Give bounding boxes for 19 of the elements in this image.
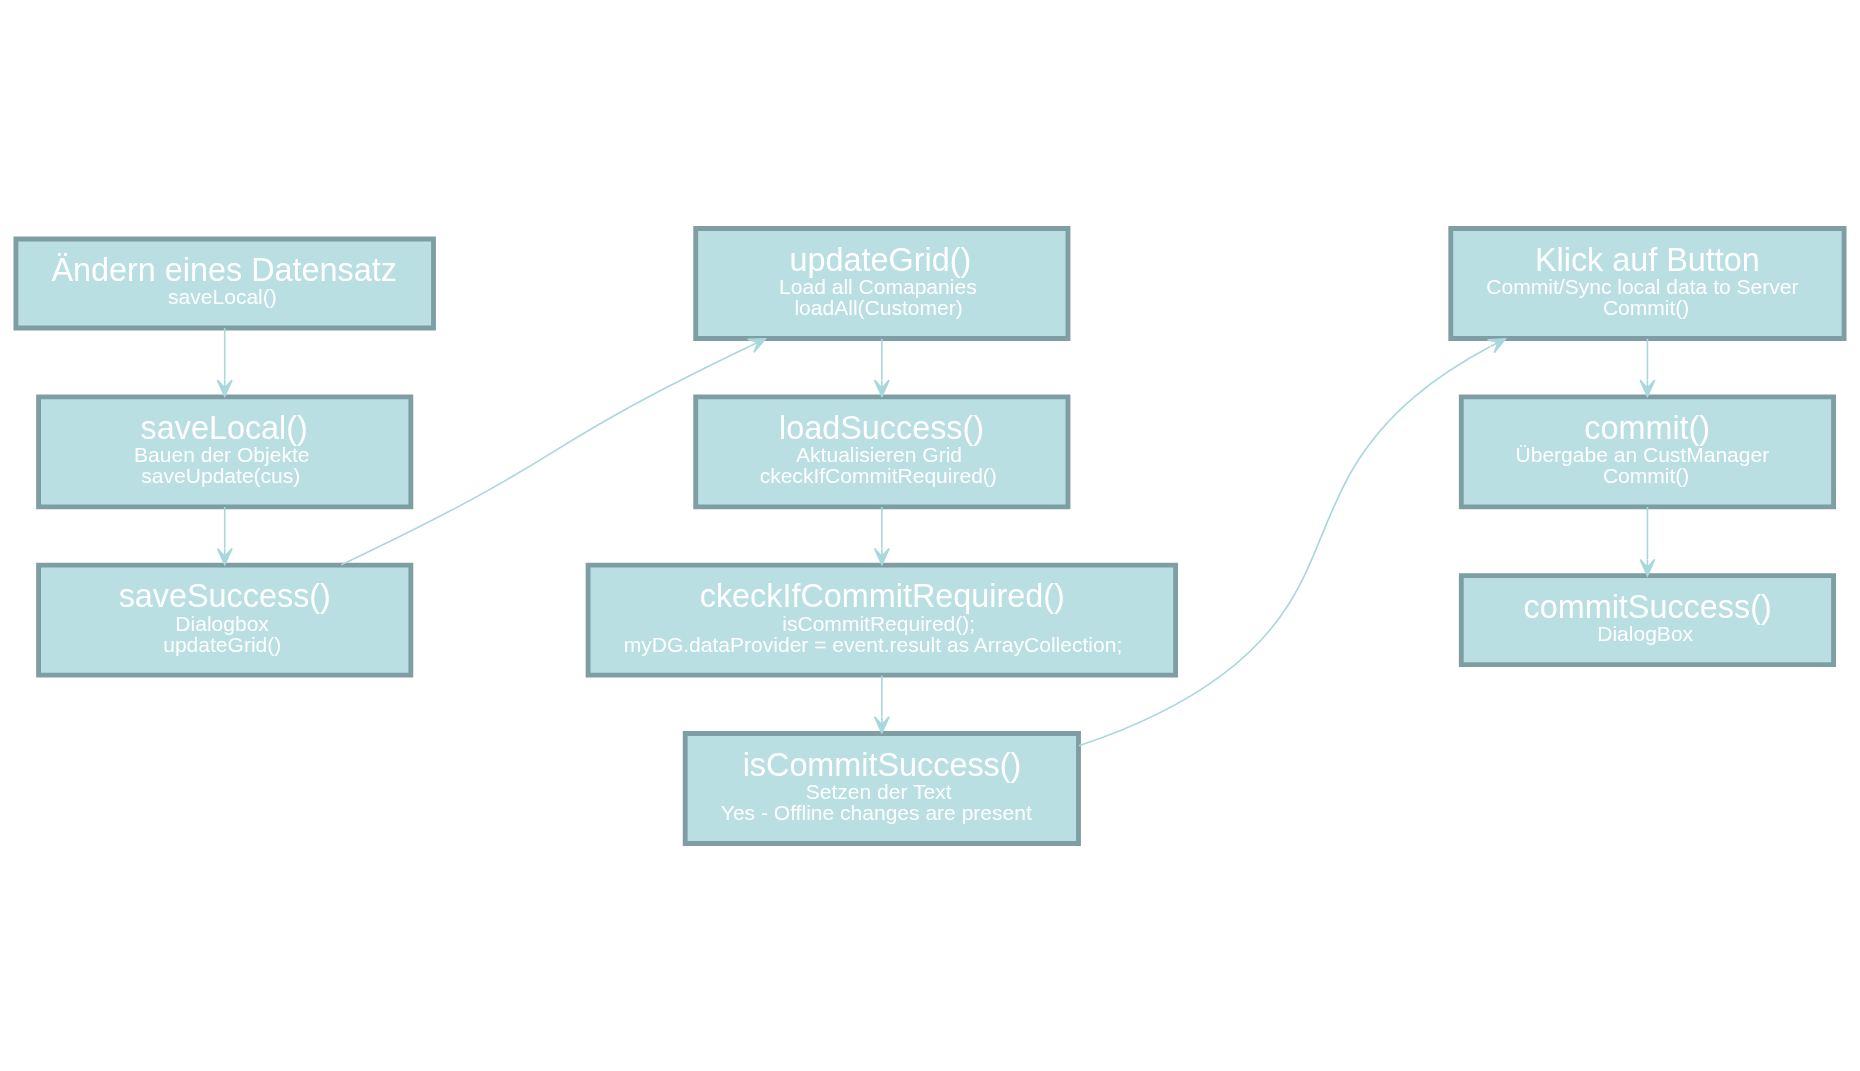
node-box: updateGrid() Load all Comapanies loadAll(Customer) <box>693 225 1071 341</box>
arrow <box>340 337 767 566</box>
node-box: Klick auf Button Commit/Sync local data to Server Commit() <box>1448 225 1847 341</box>
arrow <box>1639 505 1656 576</box>
node-box: commit() Übergabe an CustManager Commit() <box>1458 393 1836 509</box>
arrow <box>873 337 890 397</box>
arrow <box>216 505 233 565</box>
node-box: isCommitSuccess() Setzen der Text Yes - Offline changes are present <box>682 730 1081 846</box>
node-box: saveLocal() Bauen der Objekte saveUpdate(cus) <box>36 393 414 509</box>
node-box: commitSuccess() DialogBox <box>1458 572 1836 667</box>
node-box: Ändern eines Datensatz saveLocal() <box>13 236 436 330</box>
arrow <box>216 326 233 397</box>
node-box: saveSuccess() Dialogbox updateGrid() <box>36 562 414 678</box>
node-box: ckeckIfCommitRequired() isCommitRequired(); myDG.dataProvider = event.result as ArrayCollection; <box>585 562 1179 678</box>
node-box: loadSuccess() Aktualisieren Grid ckeckIfCommitRequired() <box>693 393 1071 509</box>
arrow <box>1639 337 1656 397</box>
arrow <box>1078 337 1507 747</box>
arrow <box>873 505 890 565</box>
arrow <box>873 674 890 734</box>
